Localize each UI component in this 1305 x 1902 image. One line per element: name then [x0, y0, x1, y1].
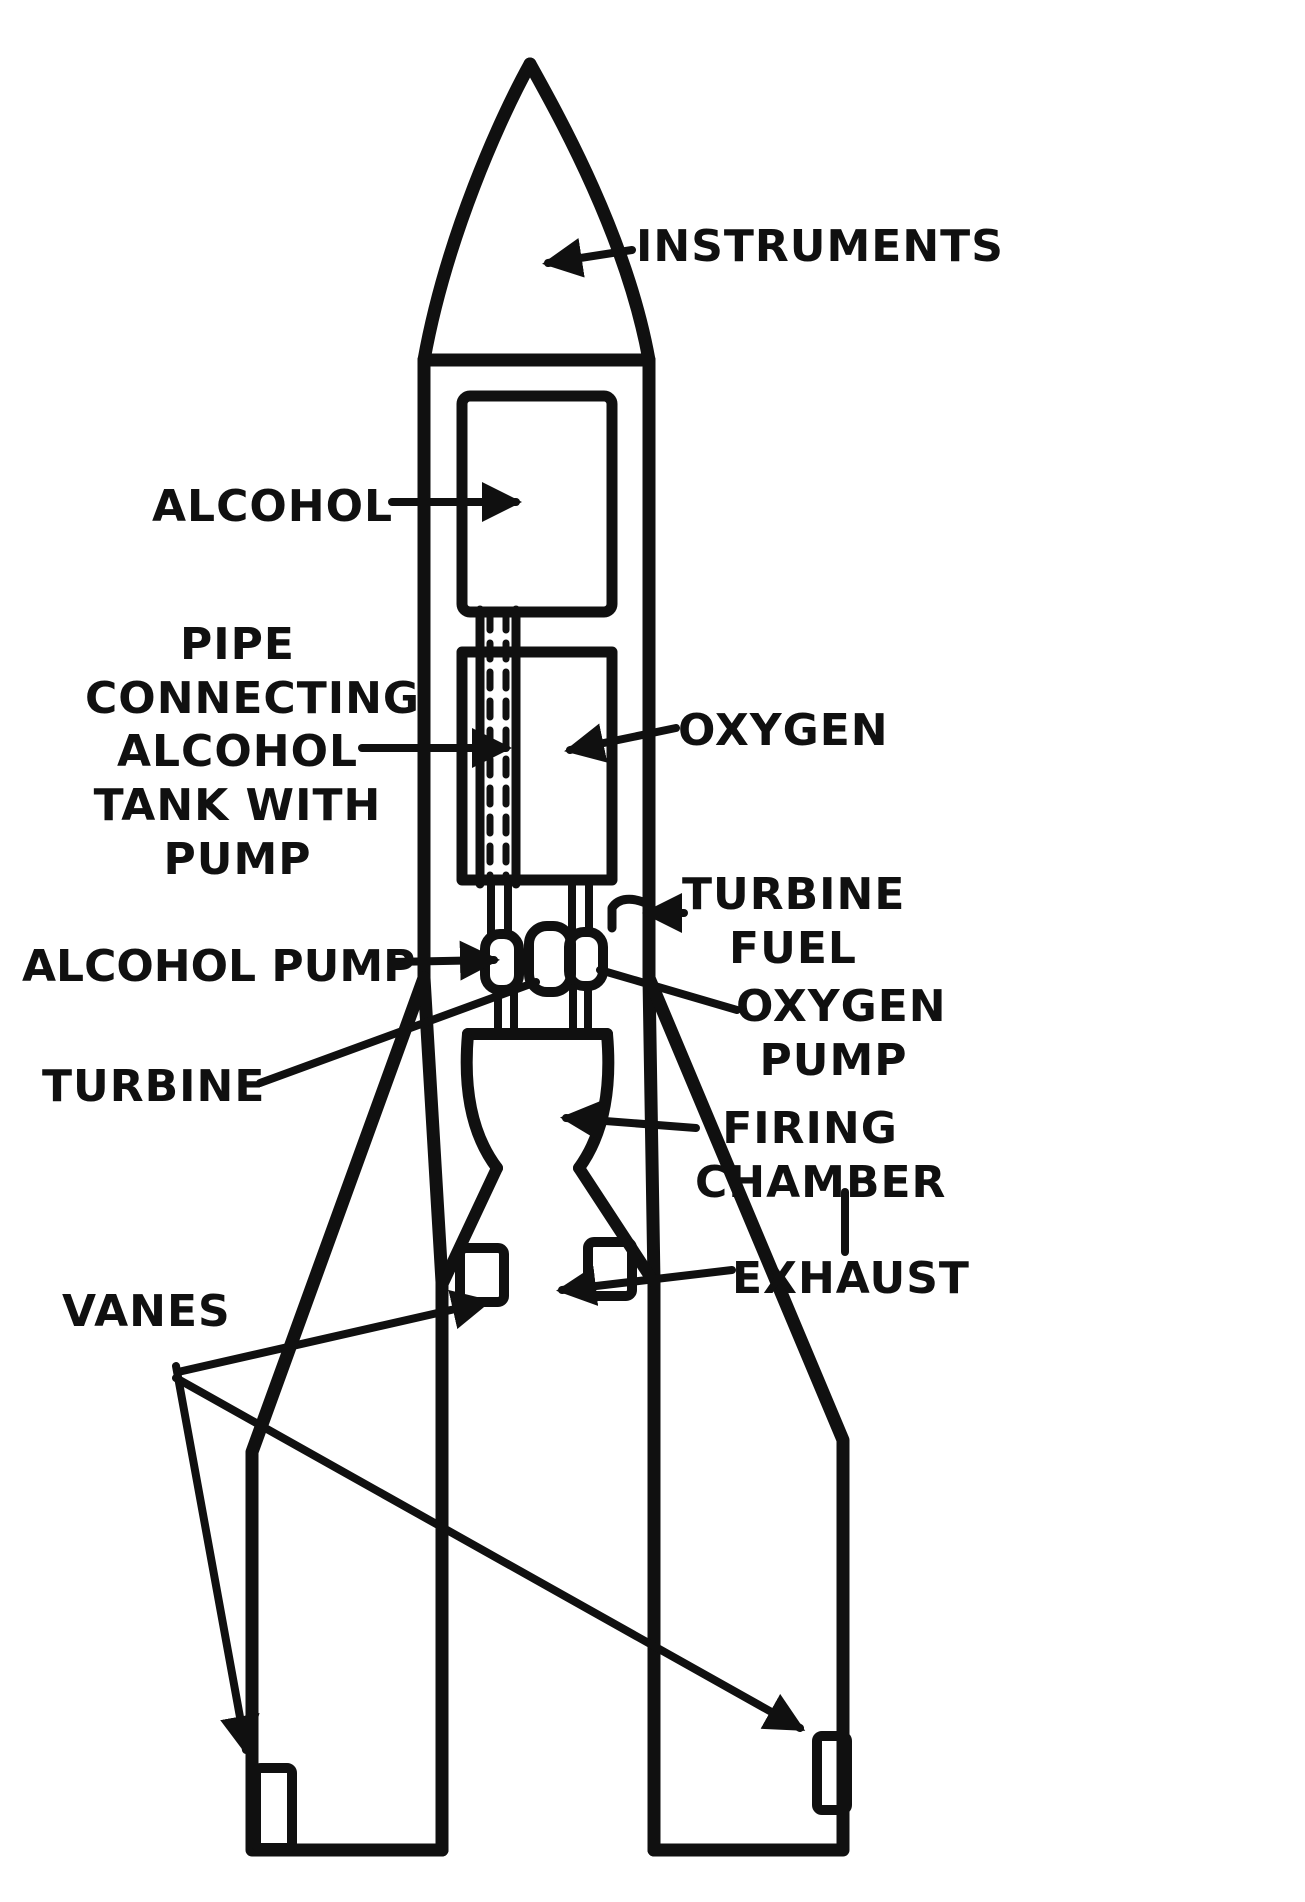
label-turbine-fuel: TURBINE FUEL: [682, 869, 906, 974]
oxygen-tank: [456, 646, 618, 886]
label-instruments: INSTRUMENTS: [636, 221, 1004, 272]
nozzle-flare-right: [573, 1162, 659, 1287]
firing-chamber-shape: [437, 1028, 659, 1289]
pump-feed-lines: [487, 876, 593, 938]
label-vanes: VANES: [62, 1286, 231, 1337]
label-exhaust: EXHAUST: [732, 1253, 970, 1304]
oxygen-arrow: [564, 723, 680, 763]
label-pipe-connecting: PIPE CONNECTING ALCOHOL TANK WITH PUMP: [85, 619, 421, 885]
pump-cluster: [480, 921, 608, 1038]
label-firing-chamber: FIRING CHAMBER: [695, 1103, 947, 1208]
label-oxygen: OXYGEN: [678, 705, 889, 756]
boat-tail-left: [417, 971, 449, 1857]
vanes-arrow-right: [172, 1374, 806, 1732]
firing-chamber-arrow: [560, 1100, 700, 1141]
oxygen-pump-leader: [596, 966, 741, 1014]
leader-lines: [172, 238, 849, 1756]
vane-bottom-right: [812, 1731, 852, 1815]
right-fin: [642, 971, 850, 1857]
bottom-vanes: [251, 1731, 852, 1853]
exhaust-vanes: [455, 1237, 637, 1307]
label-alcohol-pump: ALCOHOL PUMP: [22, 941, 416, 992]
label-oxygen-pump: OXYGEN PUMP: [736, 981, 947, 1086]
alcohol-pump-arrow: [388, 940, 500, 981]
label-alcohol: ALCOHOL: [152, 481, 394, 532]
exhaust-arrow: [556, 1266, 736, 1306]
turbine-leader: [256, 978, 540, 1087]
instruments-arrow: [542, 238, 636, 278]
vanes-arrow-nozzle: [174, 1290, 492, 1376]
vanes-arrow-left: [172, 1362, 260, 1756]
boat-tail-right: [642, 971, 661, 1857]
fins: [245, 971, 850, 1857]
nozzle-flare-left: [437, 1162, 503, 1289]
label-turbine: TURBINE: [42, 1061, 266, 1112]
nose-cone: [417, 57, 656, 367]
exhaust-vane-left: [455, 1243, 509, 1307]
left-fin: [245, 971, 449, 1857]
vane-bottom-left: [251, 1763, 297, 1853]
